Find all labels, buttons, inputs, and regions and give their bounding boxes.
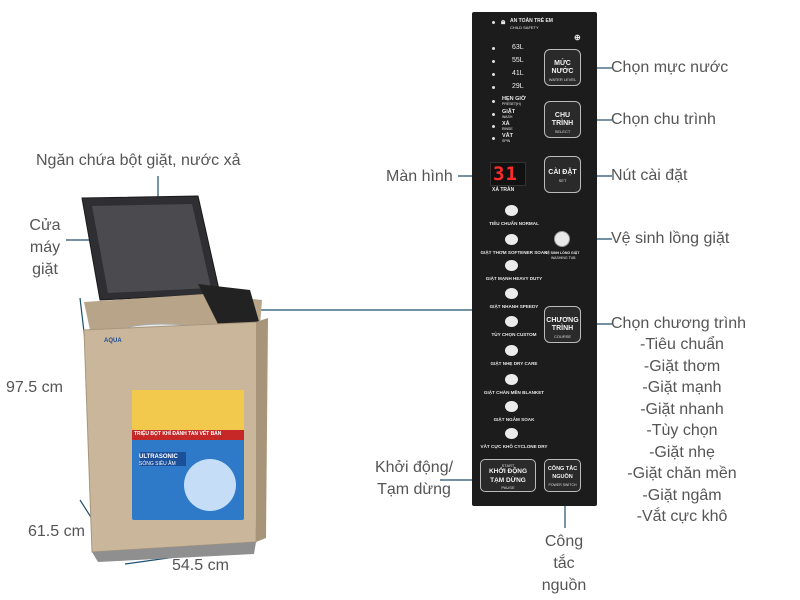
label-cycle: Chọn chu trình [611,111,716,128]
label-compartment: Ngăn chứa bột giặt, nước xả [36,152,241,169]
label-display: Màn hình [386,168,453,185]
rinse-label: XẢ TRÀN [492,187,515,193]
program-item: -Vắt cực khô [636,508,728,525]
clean-tub-button[interactable] [554,231,570,247]
label-depth: 61.5 cm [28,523,85,540]
program-item: -Giặt mạnh [642,379,722,396]
washer-tag: ULTRASONIC [139,454,178,460]
cycle-button[interactable]: CHU TRÌNH SELECT [544,101,581,138]
lock-icon: 🔒︎ [501,17,506,26]
program-icon-blanket [505,374,518,385]
washer-tag2: SÓNG SIÊU ÂM [139,461,176,467]
program-icon-custom [505,316,518,327]
water-level-55: 55L [512,57,524,64]
label-water-level: Chọn mực nước [611,59,729,76]
washer-brand: AQUA [104,338,122,344]
program-button[interactable]: CHƯƠNG TRÌNH COURSE [544,306,581,343]
washer-banner: TRIỆU BỌT KHÍ ĐÁNH TAN VẾT BẨN [134,431,222,437]
program-icon-speedy [505,288,518,299]
program-icon-heavy [505,260,518,271]
lock-icon-right: ⊕ [574,33,581,42]
program-icon-softener [505,234,518,245]
program-item: -Giặt ngâm [642,486,722,504]
water-level-29: 29L [512,83,524,90]
program-item: -Giặt nhẹ [649,443,715,461]
label-start-pause: Khởi động/ Tạm dừng [374,459,454,498]
display-screen: 31 [490,162,526,186]
program-item: -Giặt chăn mền [627,465,737,482]
washer-control-strip [198,284,260,328]
program-icon-soak [505,401,518,412]
power-switch-button[interactable]: CÔNG TẮC NGUỒN POWER SWITCH [544,459,581,492]
program-list: -Tiêu chuẩn -Giặt thơm -Giặt mạnh -Giặt … [612,334,752,528]
program-icon-cyclone [505,428,518,439]
display-value: 31 [493,163,518,185]
water-level-63: 63L [512,44,524,51]
start-pause-button[interactable]: START KHỞI ĐỘNG TẠM DỪNG PAUSE [480,459,536,492]
program-item: -Giặt thơm [643,357,721,375]
label-door: Cửa máy giặt [29,217,61,278]
label-height: 97.5 cm [6,379,63,396]
label-width: 54.5 cm [172,557,229,574]
water-level-41: 41L [512,70,524,77]
program-item: -Tiêu chuẩn [640,336,724,353]
washing-machine-illustration [81,195,268,562]
label-program: Chọn chương trình [611,315,747,332]
child-lock-en: CHILD SAFETY [510,25,539,30]
program-item: -Tùy chọn [646,422,718,439]
water-level-button[interactable]: MỨC NƯỚC WATER LEVEL [544,49,581,86]
program-icon-normal [505,205,518,216]
child-lock-label: AN TOÀN TRẺ EM [510,18,553,24]
label-clean-tub: Vệ sinh lồng giặt [611,230,730,247]
label-power: Công tắc nguồn [541,533,587,594]
control-panel: AN TOÀN TRẺ EM CHILD SAFETY 🔒︎ ⊕ 63L 55L… [472,12,597,506]
program-item: -Giặt nhanh [640,400,724,418]
label-settings: Nút cài đặt [611,167,688,184]
program-icon-drycare [505,345,518,356]
set-button[interactable]: CÀI ĐẶT SET [544,156,581,193]
